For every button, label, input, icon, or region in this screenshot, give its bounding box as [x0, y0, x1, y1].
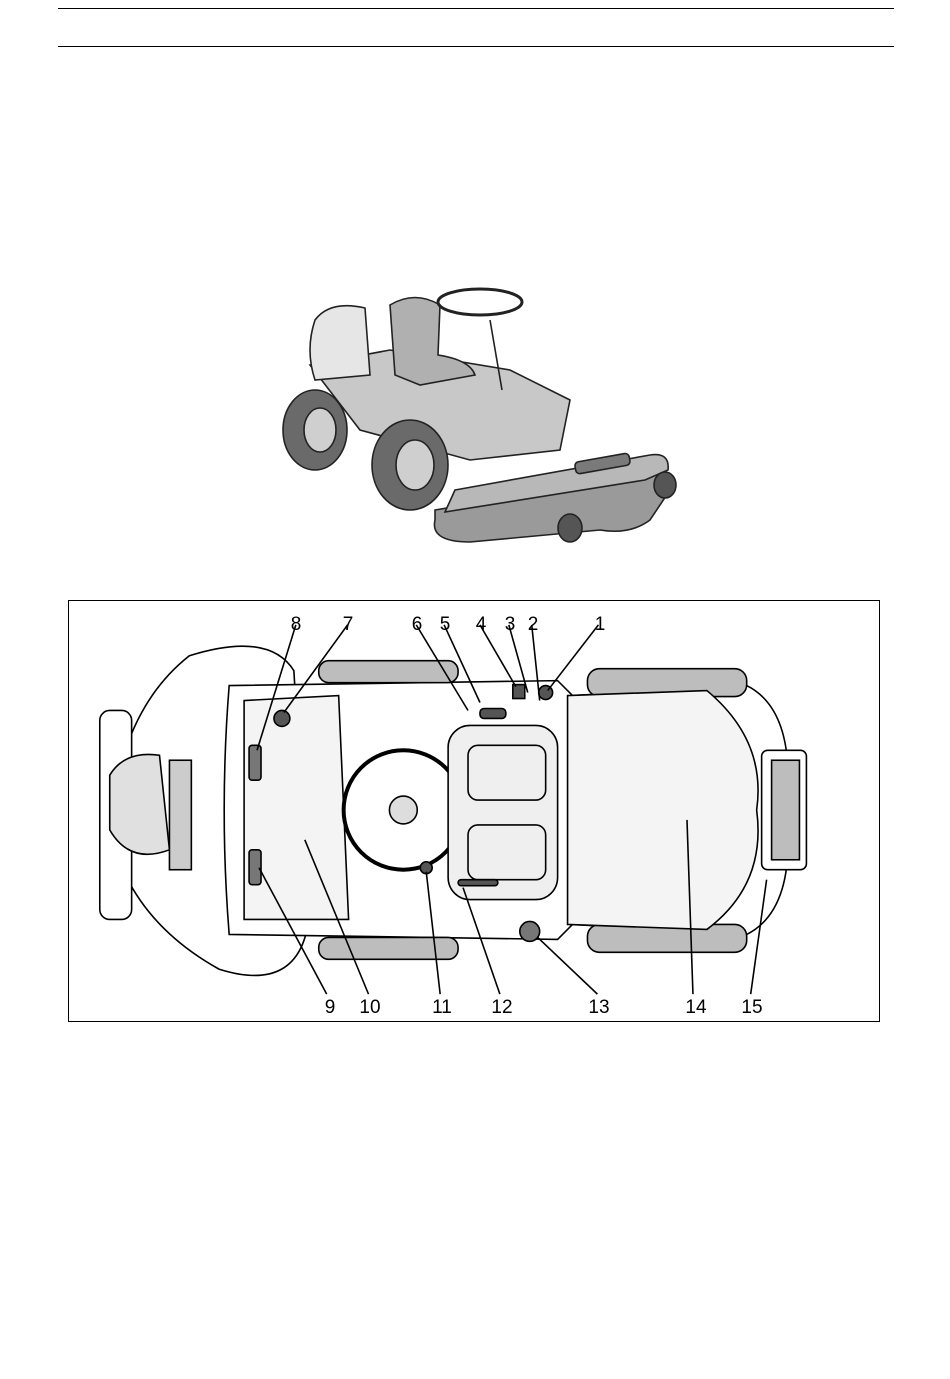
- header-rule-top: [58, 8, 894, 9]
- header-rule-second: [58, 46, 894, 47]
- mower-perspective-illustration: [270, 280, 690, 550]
- callout-1: 1: [585, 615, 615, 634]
- callout-9: 9: [315, 998, 345, 1017]
- callout-14: 14: [681, 998, 711, 1017]
- callout-4: 4: [466, 615, 496, 634]
- callout-6: 6: [402, 615, 432, 634]
- lawn-mower-perspective-icon: [270, 280, 690, 550]
- callout-11: 11: [427, 998, 457, 1017]
- callout-10: 10: [355, 998, 385, 1017]
- callout-12: 12: [487, 998, 517, 1017]
- mower-top-view-diagram: 8 7 6 5 4 3 2 1 9 10 11 12 13 14 15: [68, 600, 880, 1022]
- callout-15: 15: [737, 998, 767, 1017]
- callout-7: 7: [333, 615, 363, 634]
- callout-13: 13: [584, 998, 614, 1017]
- callout-8: 8: [281, 615, 311, 634]
- callout-2: 2: [518, 615, 548, 634]
- callout-5: 5: [430, 615, 460, 634]
- lawn-mower-top-view-icon: [69, 601, 879, 1021]
